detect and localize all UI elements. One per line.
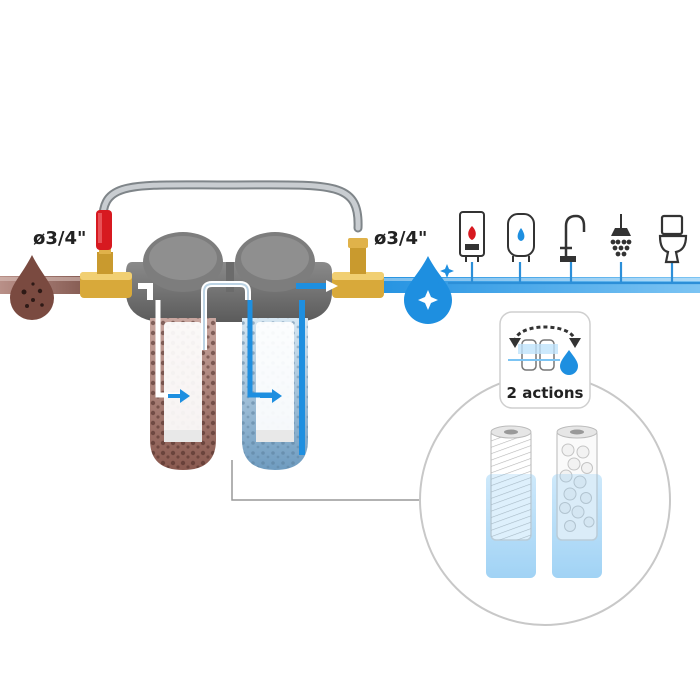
two-actions-badge: 2 actions [499, 311, 591, 409]
flow-arrow-2 [260, 389, 282, 403]
cartridge-magnifier [419, 374, 671, 626]
sediment-cartridge-icon [486, 425, 536, 578]
shower-icon [610, 214, 632, 257]
water-heater-icon [507, 213, 535, 262]
inlet-size-label: ø3/4" [33, 228, 86, 249]
bypass-hose [98, 180, 363, 233]
clean-water-drop-icon [404, 256, 454, 324]
kitchen-tap-icon [560, 214, 586, 262]
dirty-water-drop-icon [10, 255, 54, 320]
polyphosphate-cartridge-icon [552, 425, 602, 578]
toilet-icon [658, 214, 688, 264]
outlet-size-label: ø3/4" [374, 228, 427, 249]
boiler-icon [459, 211, 485, 262]
callout-connector [231, 460, 420, 501]
filter-housing-head [126, 232, 332, 322]
badge-label: 2 actions [507, 384, 584, 402]
distribution-branches [448, 262, 700, 285]
outlet-tee [326, 238, 384, 298]
inlet-valve [80, 210, 132, 298]
flow-arrow-1 [168, 389, 190, 403]
